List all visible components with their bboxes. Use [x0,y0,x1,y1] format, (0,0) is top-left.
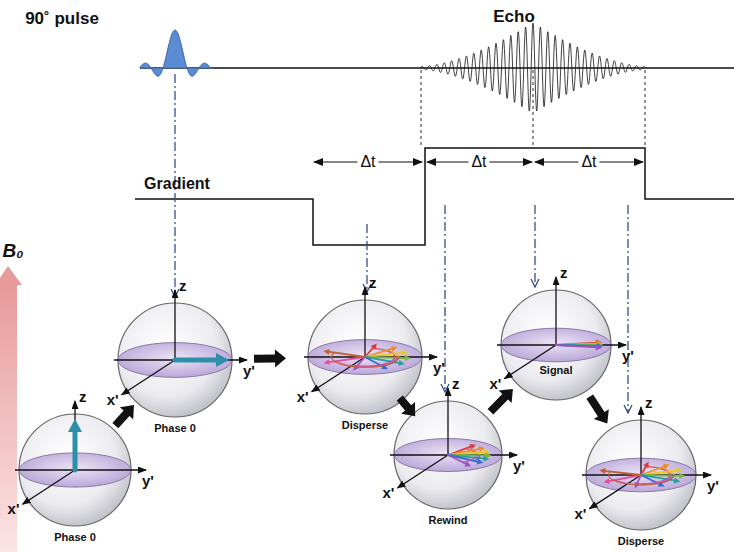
bloch-sphere: zy'x'Disperse [585,419,697,531]
caption: Phase 0 [117,423,233,434]
rf-baseline [140,67,734,68]
caption: Disperse [585,536,697,547]
phase-arc [609,472,674,485]
axis-label: y' [622,348,634,363]
z-axis [364,287,365,357]
magnetization-vector [448,455,467,464]
gradient-waveform [135,148,734,245]
magnetization-vector [556,345,597,347]
phase-arc [463,455,476,462]
axis-label: x' [489,376,501,391]
z-axis [640,407,641,475]
leader-line [534,205,535,287]
vector-head [596,344,602,350]
flow-arrow [586,394,608,423]
field-arrow-head [0,266,22,285]
leader-line [627,205,628,413]
x-axis [397,455,448,488]
bloch-sphere: zy'x'Signal [500,289,612,401]
z-axis [174,290,175,360]
rf-pulse [140,30,212,76]
magnetization-vector [73,429,78,470]
magnetization-vector [448,455,479,462]
axis-label: z [369,275,377,290]
field-label: B₀ [2,241,23,260]
axis-label: y' [243,363,255,378]
axis-label: x' [107,392,119,407]
flow-arrow [112,405,134,428]
axis-label: z [560,265,568,280]
timing-guide [421,70,422,148]
x-axis [23,470,75,504]
y-axis [15,469,146,470]
z-axis [74,401,75,470]
sphere-drawing [307,299,423,415]
bloch-sphere: zy'x'Phase 0 [117,302,233,418]
flow-arrow [254,349,286,367]
magnetization-vector [328,357,365,362]
sphere-drawing [18,413,132,527]
z-axis [447,388,448,455]
magnetization-vector [556,344,598,346]
magnetization-vector [328,352,365,357]
axis-label: y' [142,473,154,488]
pulse-label: 90˚ pulse [25,10,99,27]
interval-label: Δt [468,154,489,170]
axis-label: x' [297,389,309,404]
magnetization-vector [175,358,219,363]
sphere-drawing [585,419,697,531]
flow-arrow [488,389,513,415]
magnetization-vector [556,345,598,347]
axis-label: z [79,389,87,404]
caption: Rewind [393,515,503,526]
axis-label: y' [513,458,525,473]
axis-label: y' [433,360,445,375]
phase-arc [637,475,670,484]
echo-waveform [420,23,646,111]
flow-arrow [397,395,416,416]
interval-label: Δt [357,154,378,170]
echo-label: Echo [493,8,535,25]
timing-guide [533,70,534,148]
caption: Signal [500,365,612,376]
bloch-sphere: zy'x'Rewind [393,400,503,510]
phase-arc [331,353,398,368]
sphere-drawing [117,302,233,418]
gradient-label: Gradient [144,176,210,192]
x-axis [122,360,175,395]
axis-label: y' [707,478,719,493]
magnetization-vector [604,471,641,475]
axis-label: z [179,278,187,293]
axis-label: z [645,395,653,410]
sphere-drawing [393,400,503,510]
interval-label: Δt [578,154,599,170]
axis-label: x' [382,485,394,500]
z-axis [555,277,556,345]
axis-label: x' [574,506,586,521]
axis-label: x' [8,501,20,516]
caption: Phase 0 [18,532,132,543]
axis-label: z [452,376,460,391]
bloch-sphere: zy'x'Disperse [307,299,423,415]
x-axis [589,475,641,509]
leader-line [366,224,367,292]
timing-guide [645,70,646,148]
sphere-drawing [500,289,612,401]
bloch-sphere: zy'x'Phase 0 [18,413,132,527]
